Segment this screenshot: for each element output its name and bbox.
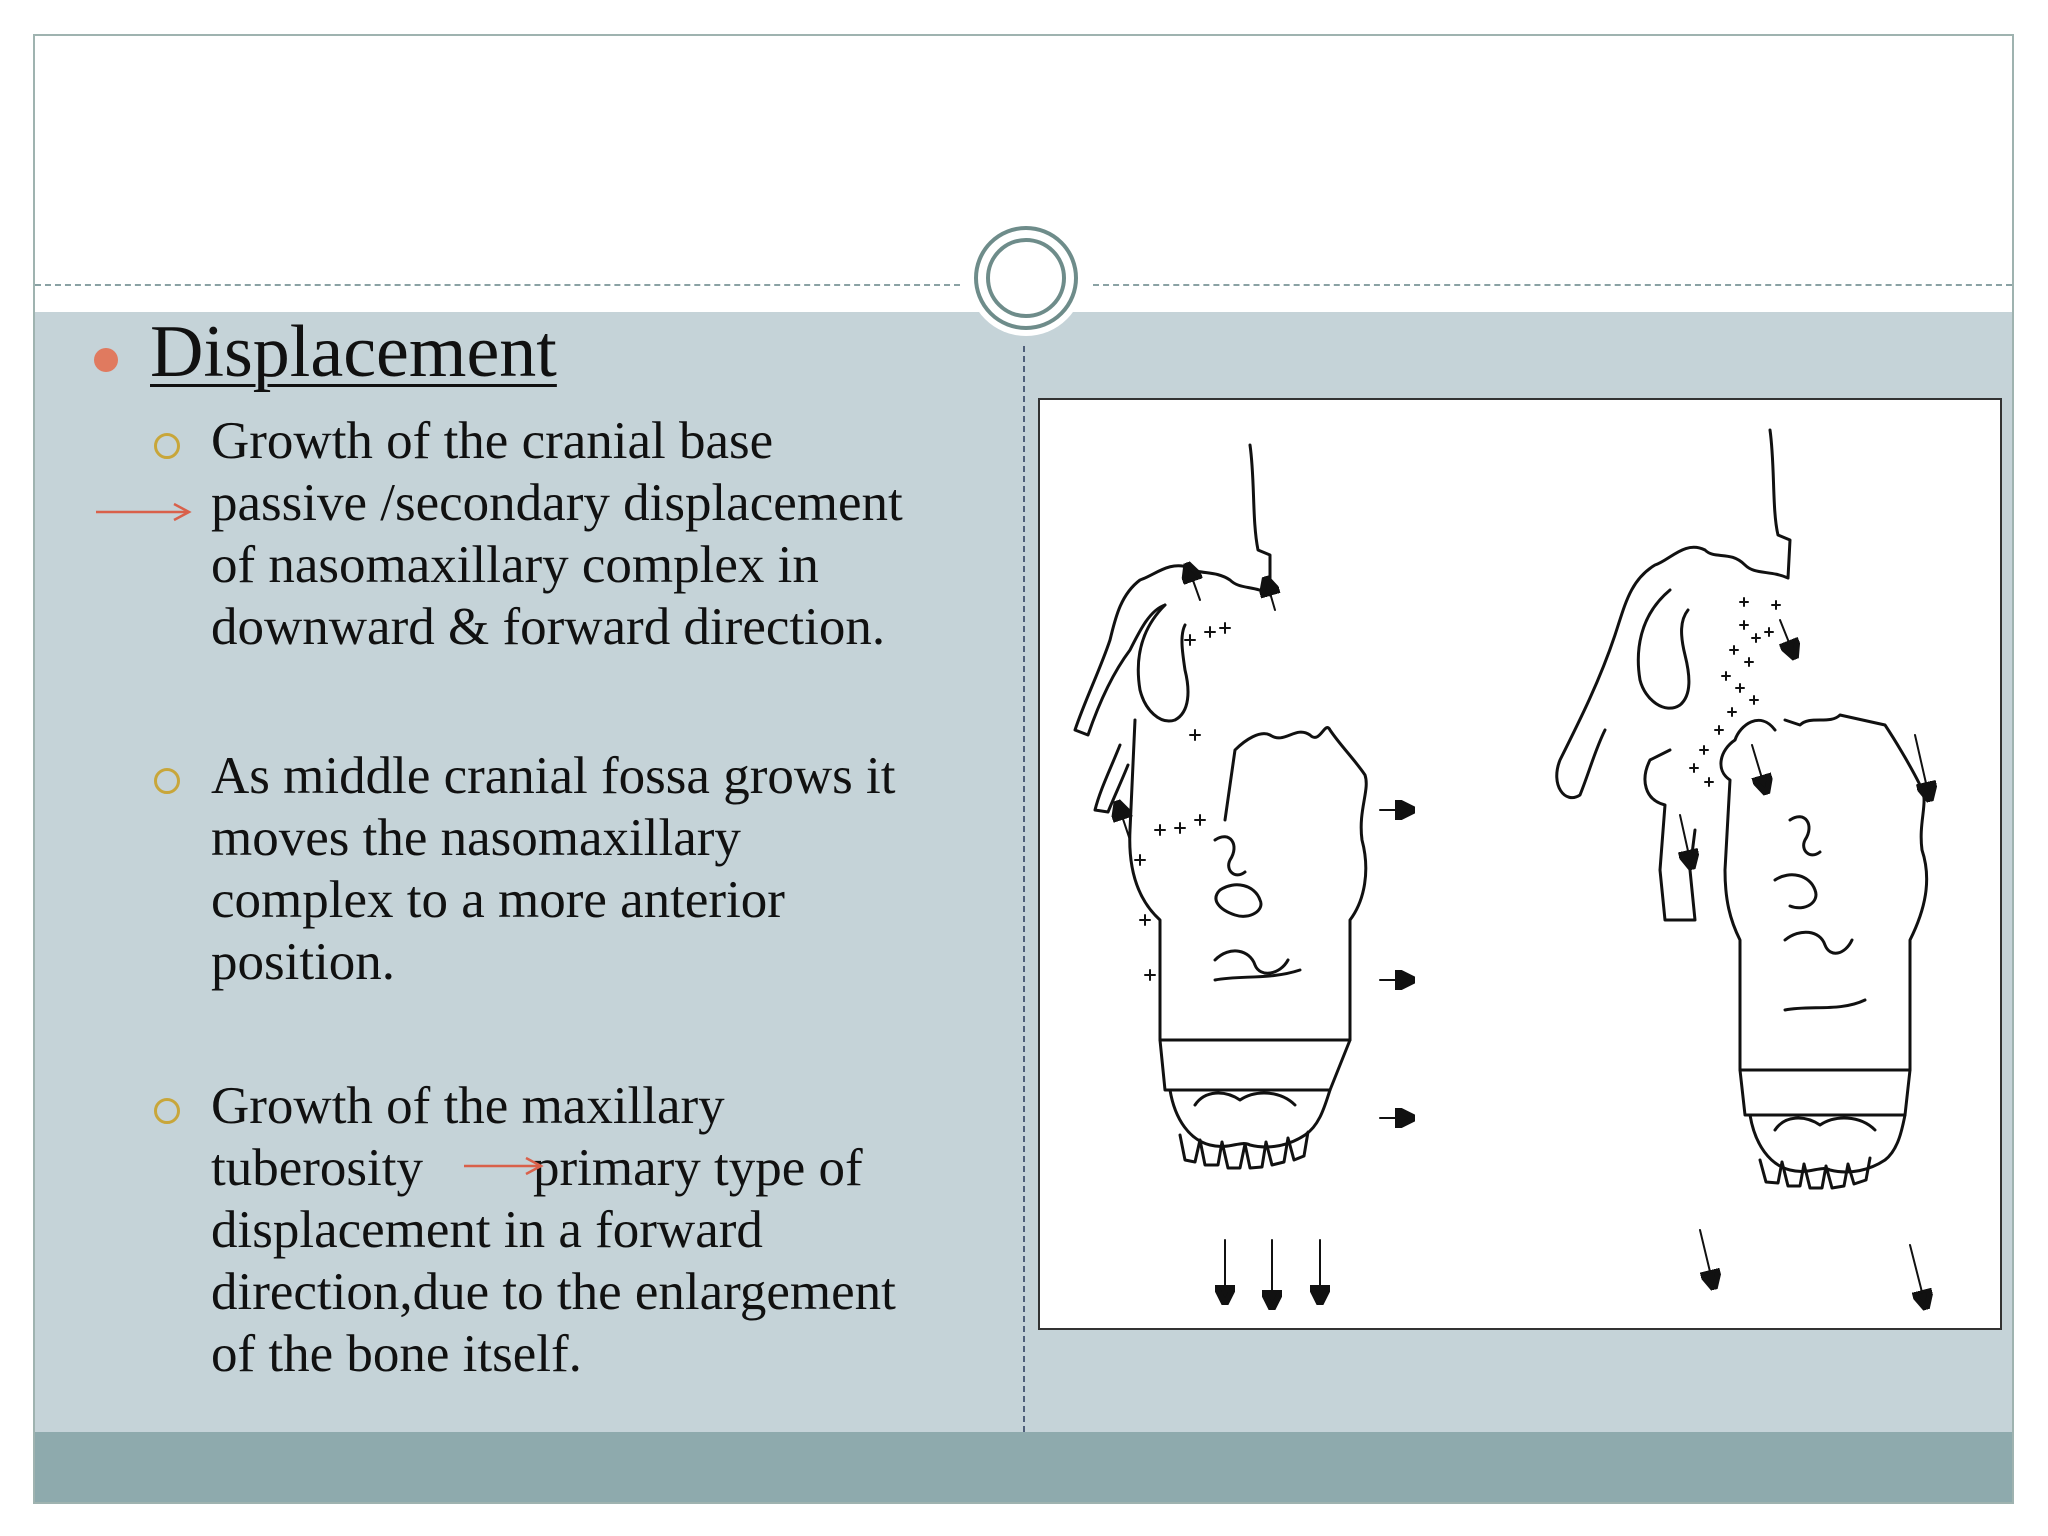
point-2-line-3: complex to a more anterior [211,871,785,929]
nasomaxillary-growth-diagram [1038,398,2002,1330]
arrow-right-icon [464,1156,544,1176]
header-divider-right [1093,284,2012,286]
column-divider [1023,346,1025,1432]
slide-title: Displacement [150,311,557,393]
point-3-line-4: direction,due to the enlargement [211,1263,896,1321]
diagram-drawing [1073,428,2000,1328]
sub-bullet-icon [154,1098,180,1124]
point-3-line-3: displacement in a forward [211,1201,763,1259]
point-3-line-2-start: tuberosity [211,1139,423,1197]
point-3-text: Growth of the maxillary tuberosity primar… [211,1075,896,1385]
point-2-line-2: moves the nasomaxillary [211,809,741,867]
left-skull-outline [1073,443,1368,1170]
point-1-line-3: of nasomaxillary complex in [211,536,819,594]
point-3-line-5: of the bone itself. [211,1325,582,1383]
arrow-right-icon [96,502,192,522]
point-1-line-1: Growth of the cranial base [211,412,774,470]
point-2-line-4: position. [211,933,396,991]
point-3-line-1: Growth of the maxillary [211,1077,725,1135]
point-1-line-2: passive /secondary displacement [211,474,903,532]
point-3-line-2: tuberosity primary type of [211,1137,896,1199]
left-growth-markers [1120,572,1405,1300]
point-1-line-4: downward & forward direction. [211,598,886,656]
sub-bullet-icon [154,433,180,459]
title-bullet-icon [94,348,118,372]
point-1-text: Growth of the cranial base passive /seco… [211,410,903,658]
circle-ring-inner-icon [986,238,1066,318]
point-3-line-2-end: primary type of [532,1139,863,1197]
header-divider-left [35,284,960,286]
right-skull-outline [1555,428,1929,1190]
right-growth-markers [1680,597,1928,1300]
point-2-line-1: As middle cranial fossa grows it [211,747,896,805]
sub-bullet-icon [154,768,180,794]
point-2-text: As middle cranial fossa grows it moves t… [211,745,895,993]
footer-bar [35,1432,2012,1502]
